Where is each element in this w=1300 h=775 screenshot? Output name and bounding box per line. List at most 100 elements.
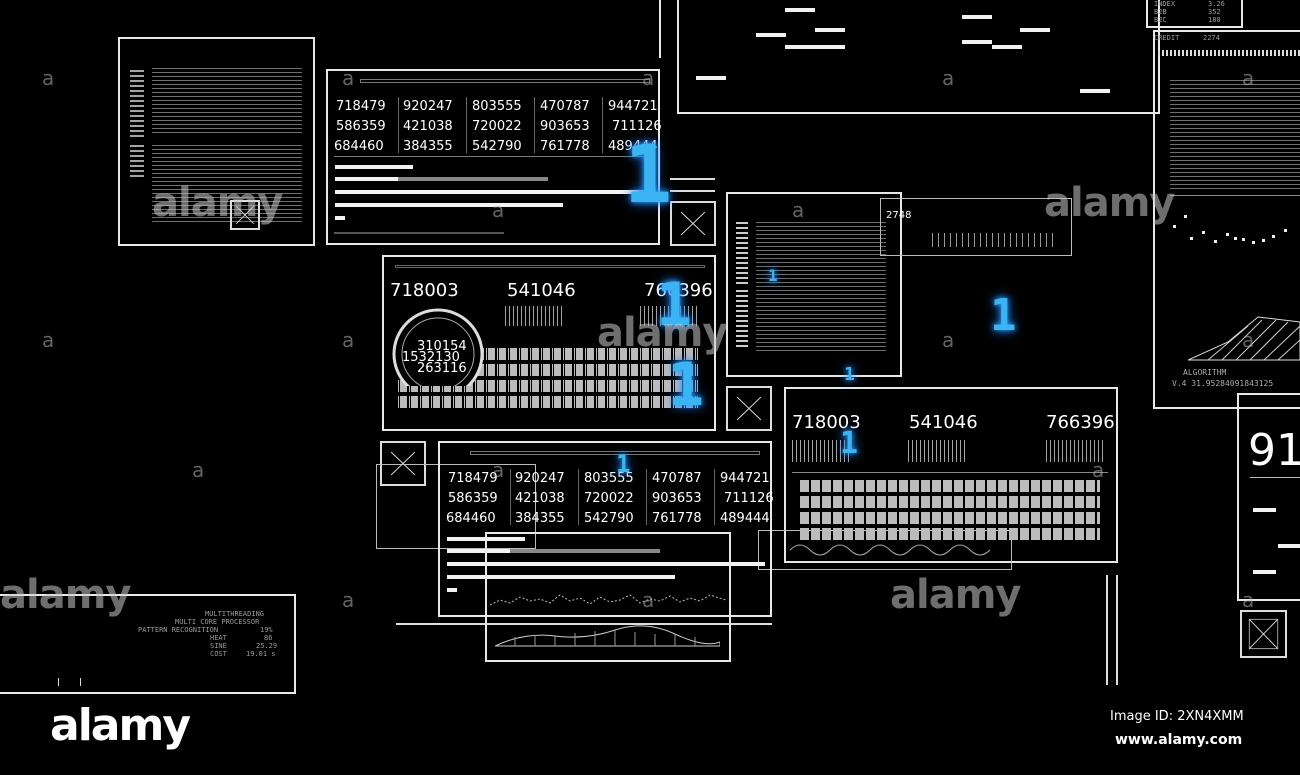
table-cell: 542790 (472, 139, 522, 154)
credit-value: 2274 (1203, 34, 1220, 42)
info-label: COST (210, 650, 227, 658)
table-cell: 718479 (448, 471, 498, 486)
text-panel-center (726, 192, 902, 377)
text-block (152, 68, 302, 136)
info-label: SINE (210, 642, 227, 650)
key-grid (800, 480, 1100, 544)
credit-label: CREDIT (1154, 34, 1180, 42)
table-cell: 684460 (334, 139, 384, 154)
stat-value: 766396 (1046, 412, 1115, 433)
index-value: 3.26 (1208, 0, 1225, 8)
watermark-glyph: a (492, 198, 505, 222)
table-cell: 761778 (652, 511, 702, 526)
glowing-digit: 1 (844, 364, 855, 385)
table-cell: 586359 (448, 491, 498, 506)
info-value: 25.29 (256, 642, 278, 650)
progress-bar (335, 165, 413, 169)
circle-value: 1532130 (402, 350, 460, 365)
close-icon (1240, 610, 1287, 658)
info-label: MULTITHREADING (205, 610, 265, 618)
small-value: 2748 (886, 210, 912, 221)
table-cell: 720022 (472, 119, 522, 134)
stat-value: 718003 (390, 280, 459, 301)
stat-value: 541046 (507, 280, 576, 301)
progress-bar (335, 216, 345, 220)
watermark-glyph: a (942, 328, 955, 352)
watermark-word: alamy (1044, 180, 1175, 226)
table-cell: 944721 (720, 471, 770, 486)
close-icon (670, 201, 716, 246)
b2c-value: 180 (1208, 16, 1221, 24)
info-panel-bottom-left (0, 594, 296, 694)
table-cell: 489444 (608, 139, 658, 154)
index-label: INDEX (1154, 0, 1176, 8)
watermark-word: alamy (890, 572, 1021, 618)
stat-value: 541046 (909, 412, 978, 433)
stat-value: 766396 (644, 280, 713, 301)
table-cell: 803555 (472, 99, 522, 114)
watermark-glyph: a (1092, 458, 1105, 482)
sparkline (505, 306, 565, 326)
table-cell: 586359 (336, 119, 386, 134)
stat-value: 718003 (792, 412, 861, 433)
progress-bar-track (398, 177, 548, 181)
table-cell: 711126 (612, 119, 662, 134)
text-block (1170, 80, 1300, 190)
site-url: www.alamy.com (1115, 732, 1243, 748)
panel-header-bar (360, 79, 650, 83)
glowing-digit: 1 (616, 450, 631, 478)
right-big-value: 91 (1248, 425, 1300, 476)
info-label: MULTI CORE PROCESSOR (175, 618, 260, 626)
watermark-glyph: a (1242, 66, 1255, 90)
info-label: HEAT (210, 634, 227, 642)
watermark-glyph: a (342, 328, 355, 352)
table-cell: 920247 (403, 99, 453, 114)
table-cell: 470787 (540, 99, 590, 114)
bracket-frame-top (677, 0, 1160, 114)
text-block (756, 222, 886, 354)
table-cell: 920247 (515, 471, 565, 486)
close-icon (380, 441, 426, 486)
wave-panel (758, 530, 1012, 570)
area-chart-icon (495, 625, 720, 647)
scatter-plot-icon (1173, 215, 1287, 244)
close-icon (230, 200, 260, 230)
table-cell: 761778 (540, 139, 590, 154)
watermark-glyph: a (342, 588, 355, 612)
text-block (152, 145, 302, 225)
b2b-value: 352 (1208, 8, 1221, 16)
sparkline (792, 440, 852, 462)
watermark-word: alamy (152, 180, 283, 226)
data-panel-top-right (1146, 0, 1243, 28)
text-panel-top-left (118, 37, 315, 246)
glowing-digit: 1 (668, 350, 705, 420)
noise-graph-icon (490, 594, 726, 606)
glowing-digit: 1 (840, 426, 859, 461)
watermark-glyph: a (42, 66, 55, 90)
table-cell: 421038 (515, 491, 565, 506)
sparkline (640, 306, 700, 326)
table-cell: 684460 (446, 511, 496, 526)
glowing-digit: 1 (990, 290, 1017, 341)
graph-panel-bottom (485, 532, 731, 662)
sparkline (908, 440, 968, 462)
target-circle-icon (392, 308, 484, 386)
watermark-glyph: a (792, 198, 805, 222)
watermark-glyph: a (942, 66, 955, 90)
progress-bar (447, 588, 457, 592)
info-value: 19.01 s (246, 650, 276, 658)
watermark-word: alamy (597, 310, 728, 356)
progress-bar (335, 190, 653, 194)
text-column (130, 70, 144, 140)
watermark-glyph: a (1242, 588, 1255, 612)
table-cell: 711126 (724, 491, 774, 506)
alamy-logo: alamy (50, 700, 191, 751)
progress-bar (447, 562, 765, 566)
watermark-word: alamy (0, 572, 131, 618)
stats-panel-right (784, 387, 1118, 563)
info-value: 19% (260, 626, 273, 634)
watermark-glyph: a (642, 588, 655, 612)
table-cell: 384355 (515, 511, 565, 526)
table-cell: 489444 (720, 511, 770, 526)
info-value: 86 (264, 634, 273, 642)
